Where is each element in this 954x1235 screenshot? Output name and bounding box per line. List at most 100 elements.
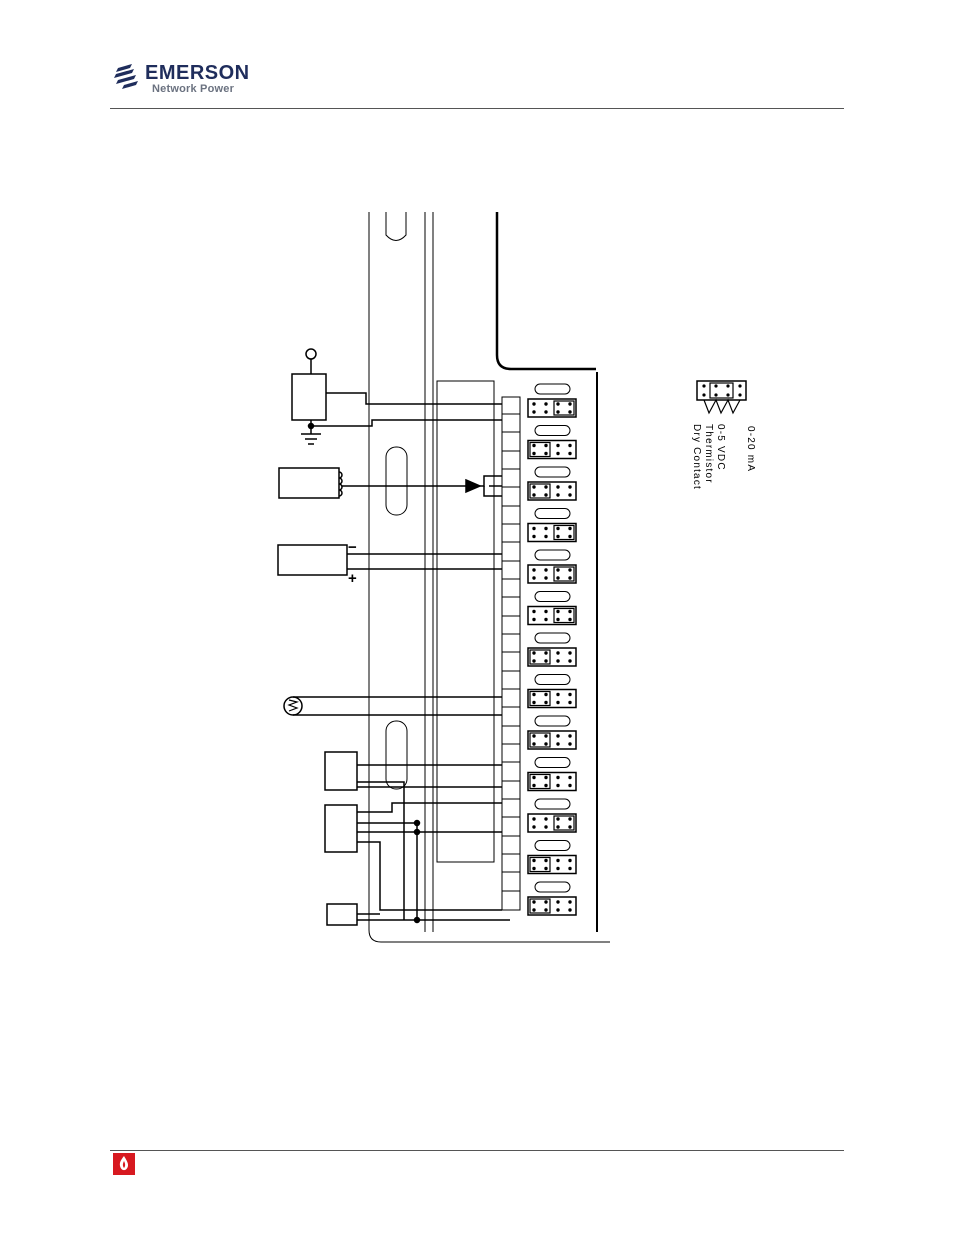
controller-board xyxy=(497,212,597,932)
current-transducer xyxy=(279,468,502,498)
jumper-pin xyxy=(556,576,559,579)
jumper-block[interactable] xyxy=(528,399,576,417)
jumper-pin xyxy=(532,784,535,787)
jumper-pin xyxy=(544,701,547,704)
jumper-pin xyxy=(544,452,547,455)
jumper-pin xyxy=(556,493,559,496)
jumper-pin xyxy=(532,402,535,405)
jumper-pin xyxy=(556,485,559,488)
jumper-pin xyxy=(556,527,559,530)
jumper-block[interactable] xyxy=(528,773,576,791)
jumper-legend xyxy=(697,381,746,413)
jumper-slot xyxy=(535,633,570,643)
jumper-block[interactable] xyxy=(528,648,576,666)
jumper-pin xyxy=(544,825,547,828)
jumper-pin xyxy=(556,900,559,903)
jumper-pin xyxy=(556,444,559,447)
jumper-block[interactable] xyxy=(528,524,576,542)
legend-label-0-5vdc: 0-5 VDC xyxy=(715,424,726,471)
jumper-headers xyxy=(528,384,576,915)
jumper-slot xyxy=(535,550,570,560)
jumper-pin xyxy=(532,825,535,828)
jumper-pin xyxy=(532,493,535,496)
polarity-plus-label: + xyxy=(348,570,357,587)
jumper-pin xyxy=(532,908,535,911)
jumper-pin xyxy=(568,651,571,654)
jumper-pin xyxy=(532,444,535,447)
jumper-pin xyxy=(532,618,535,621)
jumper-pin xyxy=(568,825,571,828)
jumper-pin xyxy=(568,867,571,870)
jumper-pin xyxy=(556,402,559,405)
jumper-pin xyxy=(532,693,535,696)
jumper-pin xyxy=(556,659,559,662)
jumper-pin xyxy=(568,576,571,579)
jumper-slot xyxy=(535,675,570,685)
jumper-pin xyxy=(532,742,535,745)
contact-device-3 xyxy=(327,904,510,925)
jumper-pin xyxy=(568,908,571,911)
jumper-pin xyxy=(532,485,535,488)
jumper-slot xyxy=(535,758,570,768)
jumper-block[interactable] xyxy=(528,690,576,708)
jumper-pin xyxy=(544,485,547,488)
jumper-block[interactable] xyxy=(528,856,576,874)
jumper-pin xyxy=(568,742,571,745)
jumper-pin xyxy=(532,576,535,579)
jumper-pin xyxy=(532,568,535,571)
jumper-pin xyxy=(532,452,535,455)
jumper-pin xyxy=(556,452,559,455)
jumper-block[interactable] xyxy=(528,441,576,459)
jumper-pin xyxy=(568,859,571,862)
jumper-pin xyxy=(568,527,571,530)
legend-label-0-20ma: 0-20 mA xyxy=(745,426,756,472)
jumper-pin xyxy=(568,618,571,621)
jumper-pin xyxy=(532,610,535,613)
jumper-block[interactable] xyxy=(528,731,576,749)
thermistor-sensor xyxy=(284,697,502,715)
jumper-pin xyxy=(544,908,547,911)
jumper-pin xyxy=(532,859,535,862)
jumper-pin xyxy=(544,493,547,496)
jumper-pin xyxy=(568,784,571,787)
transmitter-device xyxy=(292,349,502,444)
legend-label-dry-contact: Dry Contact xyxy=(691,424,702,490)
jumper-block[interactable] xyxy=(528,814,576,832)
jumper-pin xyxy=(568,485,571,488)
jumper-pin xyxy=(568,568,571,571)
jumper-slot xyxy=(535,426,570,436)
jumper-pin xyxy=(532,527,535,530)
jumper-pin xyxy=(544,410,547,413)
jumper-block[interactable] xyxy=(528,482,576,500)
jumper-slot xyxy=(535,716,570,726)
jumper-pin xyxy=(556,908,559,911)
jumper-pin xyxy=(544,535,547,538)
jumper-pin xyxy=(544,867,547,870)
jumper-pin xyxy=(544,568,547,571)
jumper-pin xyxy=(556,568,559,571)
jumper-pin xyxy=(568,410,571,413)
jumper-block[interactable] xyxy=(528,565,576,583)
jumper-block[interactable] xyxy=(528,897,576,915)
jumper-pin xyxy=(532,410,535,413)
jumper-pin xyxy=(568,776,571,779)
jumper-pin xyxy=(544,693,547,696)
jumper-pin xyxy=(568,535,571,538)
liebert-flame-icon xyxy=(112,1152,136,1176)
jumper-pin xyxy=(556,618,559,621)
jumper-block[interactable] xyxy=(528,607,576,625)
jumper-pin xyxy=(556,701,559,704)
jumper-pin xyxy=(544,651,547,654)
jumper-pin xyxy=(568,610,571,613)
jumper-pin xyxy=(544,402,547,405)
jumper-pin xyxy=(556,867,559,870)
jumper-pin xyxy=(544,776,547,779)
jumper-pin xyxy=(532,734,535,737)
jumper-pin xyxy=(556,825,559,828)
jumper-pin xyxy=(556,776,559,779)
jumper-slot xyxy=(535,841,570,851)
jumper-pin xyxy=(544,817,547,820)
jumper-pin xyxy=(544,734,547,737)
jumper-pin xyxy=(556,734,559,737)
